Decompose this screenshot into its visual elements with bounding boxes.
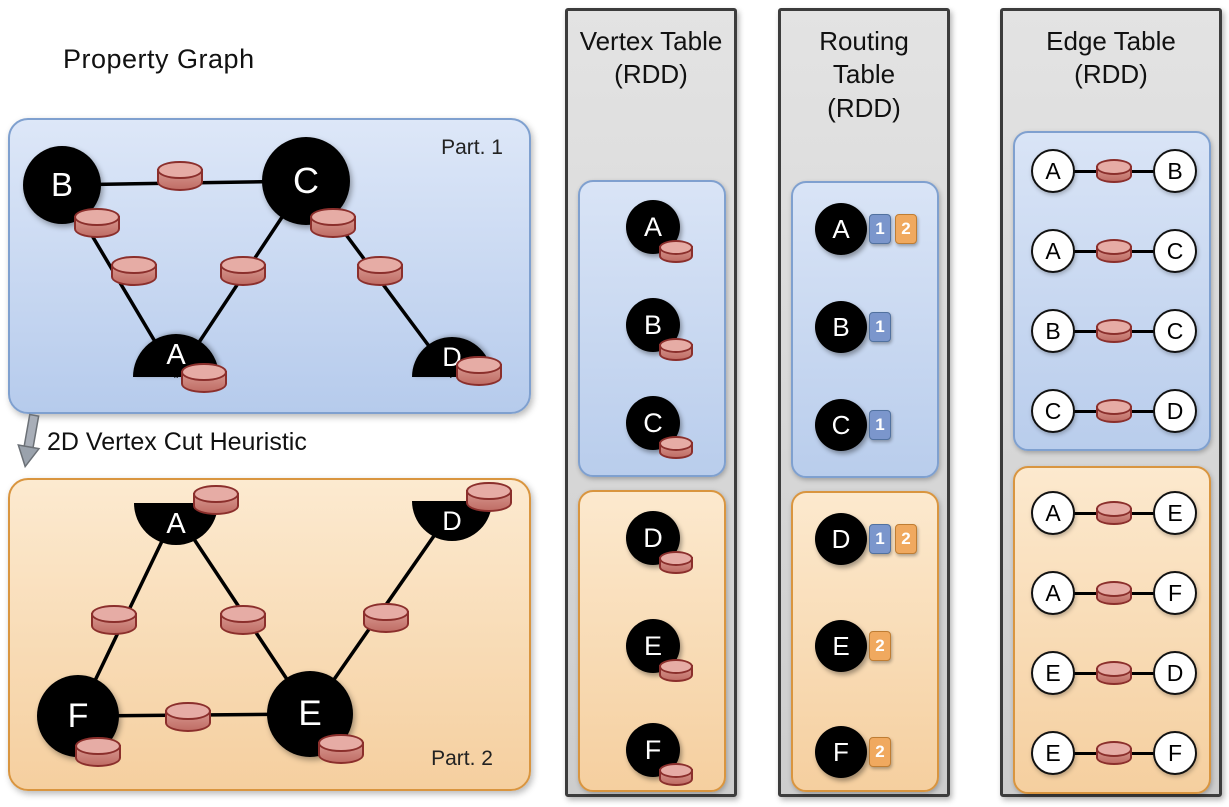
edge-src-vertex: A bbox=[1031, 229, 1075, 273]
property-cylinder-icon bbox=[363, 603, 409, 634]
edge-table-row: A B bbox=[1031, 148, 1197, 194]
edge-dst-vertex: B bbox=[1153, 149, 1197, 193]
routing-badge-partition1: 1 bbox=[869, 214, 891, 244]
routing-table-partition2-box: D 1 2 E 2 F 2 bbox=[791, 491, 939, 792]
cut-arrow-icon bbox=[17, 413, 41, 469]
vertex-table-node-C: C bbox=[626, 396, 680, 450]
routing-table-partition1-box: A 1 2 B 1 C 1 bbox=[791, 181, 939, 478]
routing-badge-partition1: 1 bbox=[869, 312, 891, 342]
edge-table-title-text: Edge Table bbox=[1046, 26, 1176, 56]
property-graph-title: Property Graph bbox=[63, 44, 255, 74]
edge-table-row: A E bbox=[1031, 490, 1197, 536]
property-cylinder-icon bbox=[659, 659, 693, 682]
property-cylinder-icon bbox=[310, 208, 356, 239]
edge-dst-vertex: D bbox=[1153, 651, 1197, 695]
routing-node-D: D bbox=[815, 513, 867, 565]
property-cylinder-icon bbox=[357, 256, 403, 287]
edge-table-partition2-box: A E A F E D E F bbox=[1013, 466, 1211, 794]
property-cylinder-icon bbox=[193, 485, 239, 516]
routing-table-subtitle: (RDD) bbox=[827, 92, 901, 123]
vertex-table-title: Vertex Table (RDD) bbox=[568, 25, 734, 92]
edge-table-subtitle: (RDD) bbox=[1074, 59, 1148, 90]
property-cylinder-icon bbox=[220, 256, 266, 287]
routing-table-panel: Routing Table (RDD) A 1 2 B 1 C 1 D 1 2 … bbox=[778, 8, 950, 797]
property-cylinder-icon bbox=[1096, 399, 1132, 423]
property-cylinder-icon bbox=[1096, 741, 1132, 765]
routing-table-title: Routing Table (RDD) bbox=[781, 25, 947, 125]
property-cylinder-icon bbox=[456, 356, 502, 387]
edge-src-vertex: A bbox=[1031, 571, 1075, 615]
property-cylinder-icon bbox=[1096, 661, 1132, 685]
property-cylinder-icon bbox=[1096, 501, 1132, 525]
routing-node-E: E bbox=[815, 620, 867, 672]
routing-badge-partition1: 1 bbox=[869, 410, 891, 440]
routing-badge-partition2: 2 bbox=[895, 524, 917, 554]
property-cylinder-icon bbox=[1096, 319, 1132, 343]
property-cylinder-icon bbox=[165, 702, 211, 733]
routing-node-C: C bbox=[815, 399, 867, 451]
routing-node-A: A bbox=[815, 203, 867, 255]
edge-dst-vertex: F bbox=[1153, 571, 1197, 615]
property-cylinder-icon bbox=[1096, 159, 1132, 183]
edge-table-title: Edge Table (RDD) bbox=[1003, 25, 1219, 92]
routing-node-B: B bbox=[815, 301, 867, 353]
property-cylinder-icon bbox=[220, 605, 266, 636]
edge-table-row: E F bbox=[1031, 730, 1197, 776]
edge-table-row: B C bbox=[1031, 308, 1197, 354]
edge-dst-vertex: C bbox=[1153, 309, 1197, 353]
vertex-table-subtitle: (RDD) bbox=[614, 59, 688, 90]
vertex-table-node-A: A bbox=[626, 200, 680, 254]
edge-src-vertex: E bbox=[1031, 651, 1075, 695]
property-cylinder-icon bbox=[111, 256, 157, 287]
partition-1-label: Part. 1 bbox=[441, 136, 503, 159]
vertex-table-node-E: E bbox=[626, 619, 680, 673]
property-cylinder-icon bbox=[659, 338, 693, 361]
vertex-table-title-text: Vertex Table bbox=[579, 26, 723, 56]
edge-table-row: A C bbox=[1031, 228, 1197, 274]
routing-table-title-text: Routing Table bbox=[819, 26, 909, 90]
routing-badge-partition2: 2 bbox=[895, 214, 917, 244]
property-cylinder-icon bbox=[466, 482, 512, 513]
routing-badge-partition2: 2 bbox=[869, 737, 891, 767]
partition-2-label: Part. 2 bbox=[431, 747, 493, 770]
edge-src-vertex: A bbox=[1031, 149, 1075, 193]
property-cylinder-icon bbox=[1096, 581, 1132, 605]
property-cylinder-icon bbox=[659, 436, 693, 459]
routing-badge-partition2: 2 bbox=[869, 631, 891, 661]
property-cylinder-icon bbox=[659, 763, 693, 786]
routing-badge-partition1: 1 bbox=[869, 524, 891, 554]
vertex-table-panel: Vertex Table (RDD) A B C D E F bbox=[565, 8, 737, 797]
property-cylinder-icon bbox=[75, 737, 121, 768]
property-cylinder-icon bbox=[91, 605, 137, 636]
property-cylinder-icon bbox=[659, 551, 693, 574]
vertex-table-partition2-box: D E F bbox=[578, 490, 726, 792]
edge-src-vertex: A bbox=[1031, 491, 1075, 535]
edge-src-vertex: E bbox=[1031, 731, 1075, 775]
property-cylinder-icon bbox=[659, 240, 693, 263]
edge-table-row: C D bbox=[1031, 388, 1197, 434]
edge-dst-vertex: F bbox=[1153, 731, 1197, 775]
edge-table-row: A F bbox=[1031, 570, 1197, 616]
edge-dst-vertex: C bbox=[1153, 229, 1197, 273]
edge-table-partition1-box: A B A C B C C D bbox=[1013, 131, 1211, 451]
property-cylinder-icon bbox=[181, 363, 227, 394]
edge-src-vertex: B bbox=[1031, 309, 1075, 353]
edge-table-panel: Edge Table (RDD) A B A C B C C D bbox=[1000, 8, 1222, 797]
property-cylinder-icon bbox=[1096, 239, 1132, 263]
edge-dst-vertex: E bbox=[1153, 491, 1197, 535]
cut-heuristic-label: 2D Vertex Cut Heuristic bbox=[47, 428, 307, 456]
vertex-table-partition1-box: A B C bbox=[578, 180, 726, 477]
property-cylinder-icon bbox=[74, 208, 120, 239]
edge-dst-vertex: D bbox=[1153, 389, 1197, 433]
property-cylinder-icon bbox=[157, 161, 203, 192]
edge-table-row: E D bbox=[1031, 650, 1197, 696]
edge-src-vertex: C bbox=[1031, 389, 1075, 433]
property-cylinder-icon bbox=[318, 734, 364, 765]
routing-node-F: F bbox=[815, 726, 867, 778]
